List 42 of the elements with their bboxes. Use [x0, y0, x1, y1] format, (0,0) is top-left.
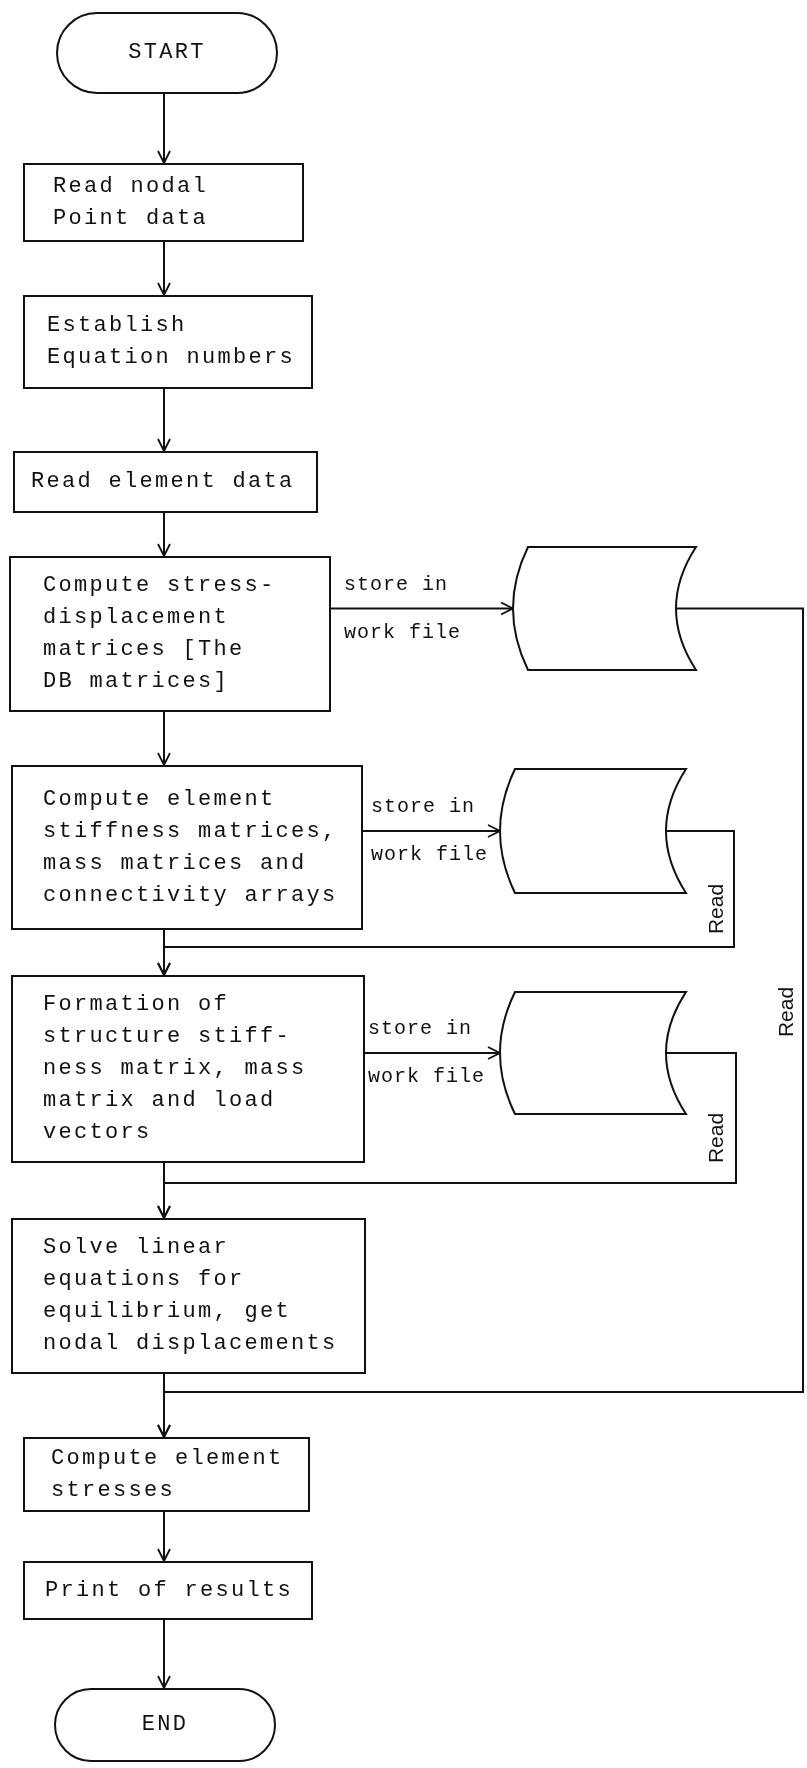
- process-box: [23, 1561, 313, 1620]
- process-box: [9, 556, 331, 712]
- arrow: [157, 1373, 171, 1438]
- arrow: [157, 1162, 171, 1219]
- edge-label: Read: [704, 1112, 728, 1164]
- edge-label: store in work file: [368, 1016, 487, 1090]
- arrow: [157, 512, 171, 557]
- arrow: [157, 711, 171, 766]
- box-text: START: [128, 39, 206, 67]
- arrow: [157, 929, 171, 976]
- box-text: Compute stress- displacement matrices [The DB matrices]: [43, 572, 277, 696]
- process-box: [23, 1437, 310, 1512]
- arrow: [157, 93, 171, 164]
- box-text: Print of results: [45, 1576, 295, 1605]
- arrow: [157, 1511, 171, 1562]
- storage-symbol: [512, 546, 697, 671]
- arrow: [157, 1619, 171, 1689]
- edge-label: Read: [704, 883, 728, 935]
- process-box: [11, 975, 365, 1163]
- process-box: [13, 451, 318, 513]
- box-text: END: [141, 1711, 189, 1739]
- edge-label: store in work file: [344, 571, 463, 646]
- arrow: [157, 241, 171, 296]
- arrow: [364, 1046, 501, 1060]
- process-box: [23, 295, 313, 389]
- arrow: [157, 388, 171, 452]
- edge-label: Read: [774, 986, 798, 1038]
- arrow: [330, 601, 514, 616]
- storage-symbol: [499, 991, 687, 1115]
- storage-symbol: [499, 768, 687, 894]
- process-box: [11, 765, 363, 930]
- box-text: Read element data: [31, 468, 296, 496]
- box-text: Formation of structure stiff- ness matrix, mass matrix and load vectors: [43, 991, 308, 1147]
- box-text: Compute element stresses: [51, 1444, 285, 1505]
- box-text: Establish Equation numbers: [47, 312, 297, 372]
- edge-label: store in work file: [371, 794, 490, 868]
- box-text: Read nodal Point data: [53, 172, 210, 233]
- process-box: [23, 163, 304, 242]
- box-text: Solve linear equations for equilibrium, get nodal displacements: [43, 1234, 339, 1358]
- arrow: [362, 824, 501, 838]
- process-box: [11, 1218, 366, 1374]
- box-text: Compute element stiffness matrices, mass matrices and connectivity arrays: [43, 785, 339, 910]
